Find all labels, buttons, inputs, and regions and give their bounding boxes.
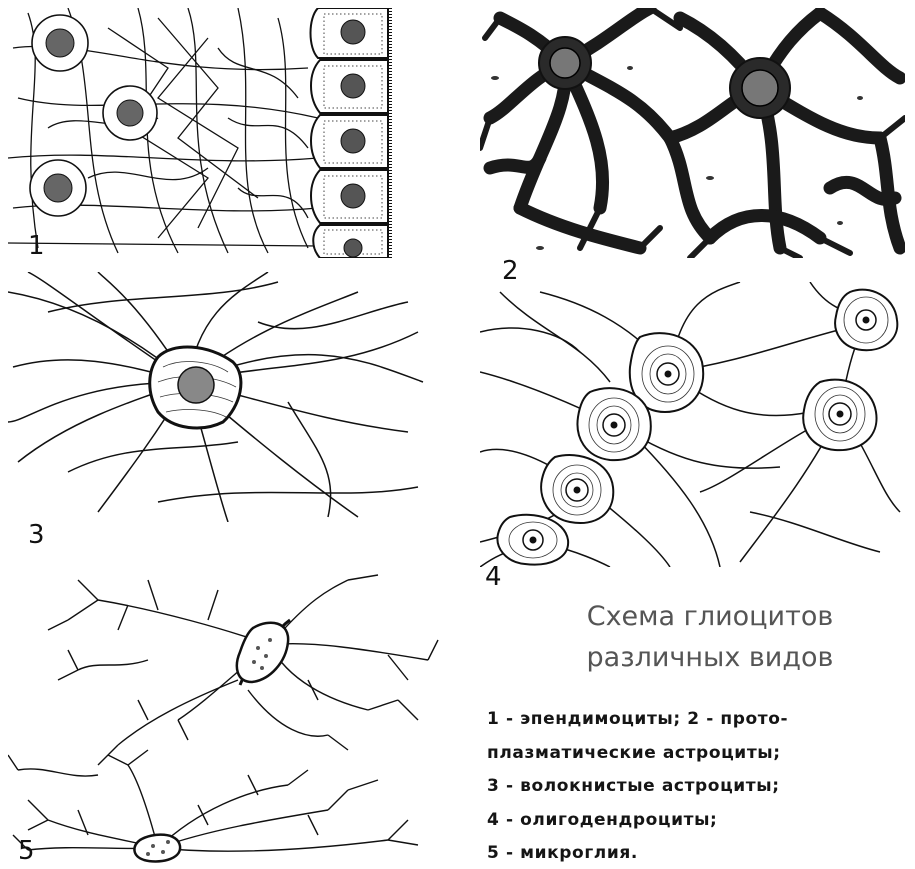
panel-protoplasmic-astrocytes: 2 bbox=[480, 8, 905, 258]
microglia-drawing bbox=[8, 570, 458, 865]
legend-line: плазматические астроциты; bbox=[487, 737, 788, 771]
panel-fibrous-astrocytes: 3 bbox=[8, 272, 428, 522]
figure-title: Схема глиоцитов различных видов bbox=[520, 596, 900, 678]
panel-ependymocytes: 1 bbox=[8, 8, 403, 258]
panel-number: 5 bbox=[18, 838, 35, 864]
legend-line: 4 - олигодендроциты; bbox=[487, 804, 788, 838]
panel-microglia: 5 bbox=[8, 570, 458, 865]
figure-title-line: различных видов bbox=[520, 637, 900, 678]
legend-line: 5 - микроглия. bbox=[487, 837, 788, 869]
legend-line: 1 - эпендимоциты; 2 - прото- bbox=[487, 703, 788, 737]
ependymocytes-drawing bbox=[8, 8, 403, 258]
panel-number: 3 bbox=[28, 522, 45, 548]
panel-number: 1 bbox=[28, 233, 45, 259]
panel-number: 4 bbox=[485, 564, 502, 590]
fibrous-astrocytes-drawing bbox=[8, 272, 428, 522]
protoplasmic-astrocytes-drawing bbox=[480, 8, 905, 258]
figure-title-line: Схема глиоцитов bbox=[520, 596, 900, 637]
figure-legend: 1 - эпендимоциты; 2 - прото- плазматичес… bbox=[487, 703, 788, 869]
oligodendrocytes-drawing bbox=[480, 282, 905, 567]
panel-number: 2 bbox=[502, 258, 519, 284]
panel-oligodendrocytes: 4 bbox=[480, 282, 905, 567]
legend-line: 3 - волокнистые астроциты; bbox=[487, 770, 788, 804]
